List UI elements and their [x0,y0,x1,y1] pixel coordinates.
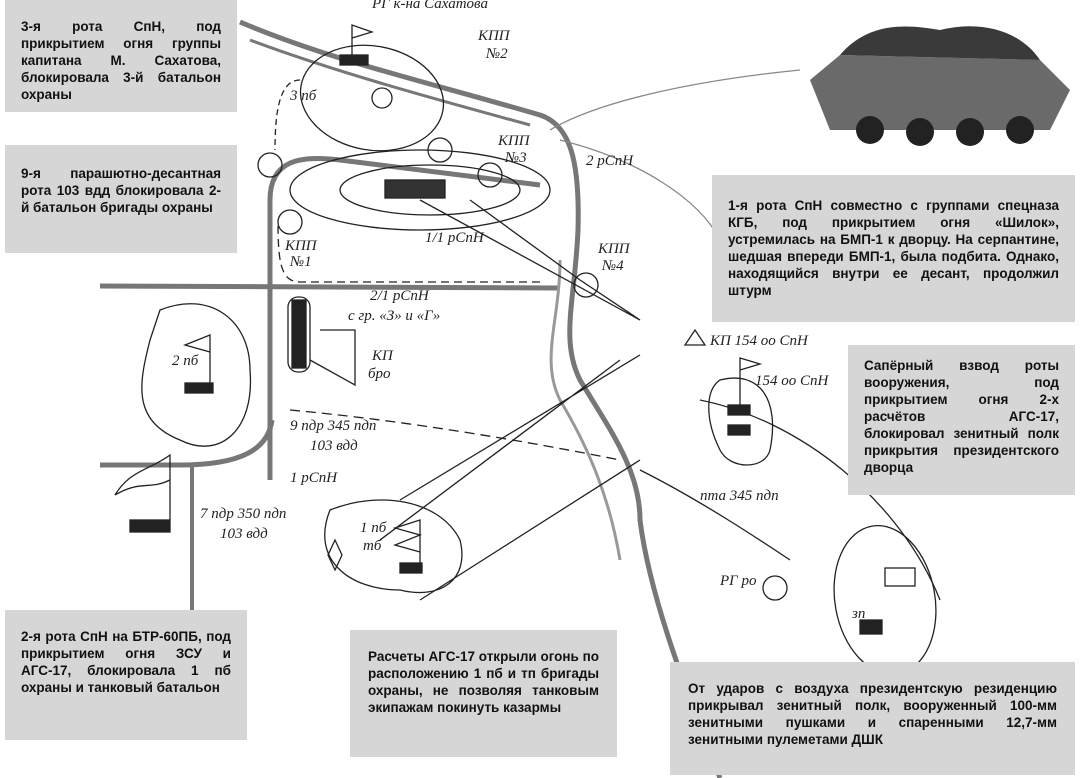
label-rgro: РГ ро [719,573,757,589]
label-kpp1-num: №1 [289,254,312,270]
flag-icon [114,453,171,520]
area-zp [833,524,937,676]
unit-marker [727,404,751,416]
label-kpp1: КПП [284,238,318,254]
unit-marker [399,562,423,574]
position-marker [371,87,393,109]
road [239,19,723,778]
label-154: 154 оо СпН [755,373,830,389]
route [277,219,540,283]
palace-hill [289,149,551,231]
label-kpp4-num: №4 [601,258,624,274]
note-aa-regiment: От ударов с воздуха президентскую резиде… [670,662,1075,775]
route [289,409,621,461]
label-bro: бро [368,366,391,382]
label-7pdr: 7 пдр 350 пдп [200,506,286,522]
label-pta: пта 345 пдп [700,488,779,504]
unit-marker [184,382,214,394]
label-kpp3: КПП [497,133,531,149]
area-2pb [141,303,252,447]
unit-marker [859,619,883,635]
diamond-marker [327,538,343,572]
checkpoint-marker [427,137,453,163]
contour-line [549,69,801,241]
label-kp154: КП 154 оо СпН [709,333,809,349]
note-sapper-platoon: Сапёрный взвод роты вооружения, под прик… [848,345,1075,495]
label-2pb: 2 пб [172,353,199,369]
kpp1-marker [277,209,303,235]
label-kpp2: КПП [477,28,511,44]
label-9pdr: 9 пдр 345 пдп [290,418,376,434]
flag-icon [392,519,423,563]
label-zp: зп [851,606,865,622]
note-3rd-company: 3-я рота СпН, под прикрытием огня группы… [5,0,237,112]
road [99,283,561,291]
flag-icon [351,24,375,55]
checkpoint-marker [477,162,503,188]
label-kpp2-num: №2 [485,46,508,62]
area-154 [708,377,774,466]
checkpoint-marker [257,152,283,178]
label-1rspn: 1 рСпН [290,470,338,486]
flag-icon [182,334,211,383]
road [249,38,531,127]
note-1st-company: 1-я рота СпН совместно с группами спецна… [712,175,1075,322]
route [274,79,301,151]
label-2rspn: 2 рСпН [586,153,634,169]
road [100,419,275,468]
unit-marker [884,567,916,587]
fire-lines [419,199,641,321]
kpp4-marker [573,272,599,298]
label-7pdr-vdd: 103 вдд [220,526,268,542]
palace [384,179,446,199]
position-marker [762,575,788,601]
kp-bro-area [287,296,311,373]
label-groups: с гр. «З» и «Г» [348,308,440,324]
label-3pb: 3 пб [289,88,317,104]
unit-marker [339,54,369,66]
contour-line [639,399,941,601]
unit-marker [727,424,751,436]
label-kpp4: КПП [597,241,631,257]
note-9th-company: 9-я парашютно-десантная рота 103 вдд бло… [5,145,237,253]
road [549,259,622,561]
fire-lines [379,354,641,601]
label-kp: КП [371,348,394,364]
label-kpp3-num: №3 [504,150,527,166]
area-1pb [324,499,463,594]
label-1pb: 1 пб [360,520,387,536]
triangle-marker [683,328,707,346]
unit-marker [291,299,307,369]
area-3pb [299,44,445,152]
flag-icon [739,357,763,405]
note-ags17: Расчеты АГС-17 открыли огонь по располож… [350,630,617,757]
unit-marker [129,519,171,533]
label-11rspn: 1/1 рСпН [425,230,485,246]
note-2nd-company: 2-я рота СпН на БТР-60ПБ, под прикрытием… [5,610,247,740]
palace-hill-inner [339,164,521,216]
label-21rspn: 2/1 рСпН [370,288,430,304]
btr-photo [800,0,1080,150]
flag-icon [309,329,356,387]
label-9pdr-vdd: 103 вдд [310,438,358,454]
label-rg-sakhatov: РГ к-на Сахатова [371,0,488,12]
label-tb: тб [363,538,382,554]
